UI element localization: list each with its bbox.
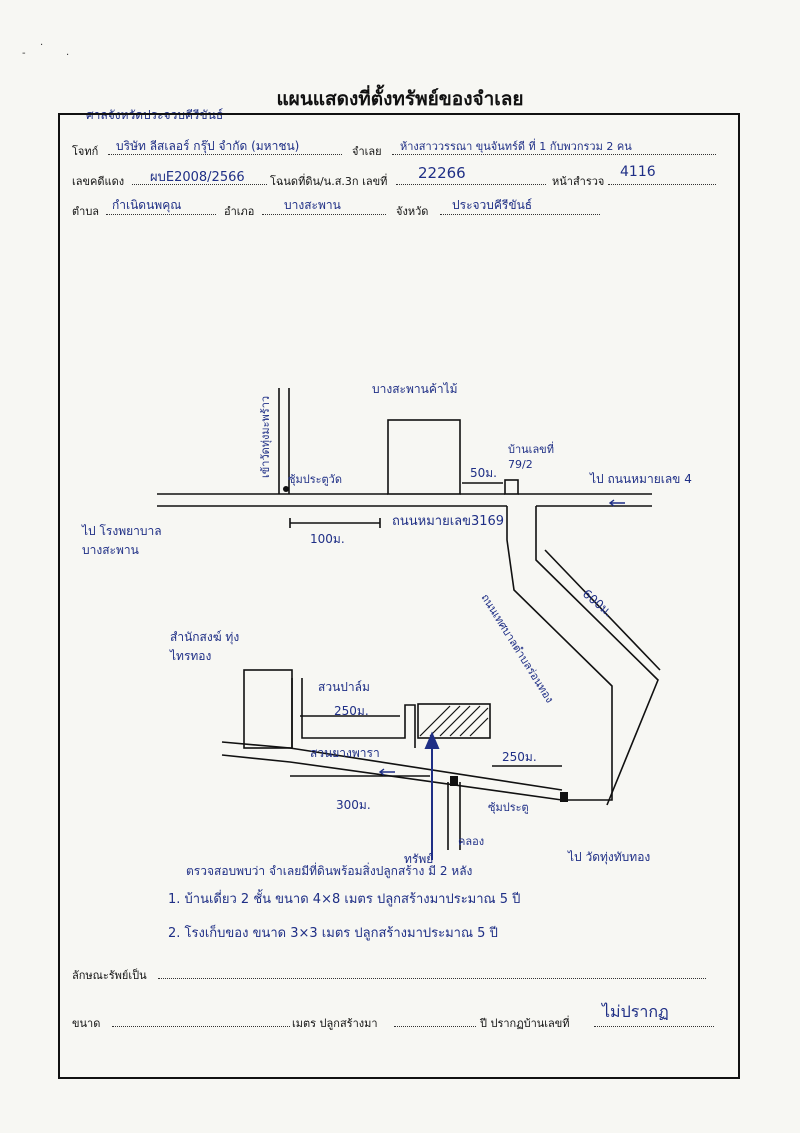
note-line-3: 2. โรงเก็บของ ขนาด 3×3 เมตร ปลูกสร้างมาป…: [168, 926, 498, 941]
distance-50-label: 50ม.: [470, 466, 497, 480]
distance-300-label: 300ม.: [336, 798, 371, 812]
marker-100: [289, 518, 381, 528]
distance-250a-label: 250ม.: [334, 704, 369, 718]
case-value: ผบE2008/2566: [150, 170, 245, 185]
size-label: ขนาด: [72, 1017, 101, 1030]
house-number-value: ไม่ปรากฏ: [602, 1002, 669, 1021]
temple-road: [278, 388, 290, 494]
palm-lane: [291, 678, 416, 748]
house-79-2: [504, 479, 519, 495]
to-temple-label: ไป วัดทุ่งทับทอง: [568, 850, 651, 864]
note-line-2: 1. บ้านเดี่ยว 2 ชั้น ขนาด 4×8 เมตร ปลูกส…: [168, 892, 521, 907]
year-label: ปี ปรากฏบ้านเลขที่: [480, 1017, 570, 1030]
highway4-label: ไป ถนนหมายเลข 4: [590, 472, 692, 486]
road-3169-label: ถนนหมายเลข3169: [392, 514, 505, 529]
deed-line: [396, 184, 546, 185]
property-hatch: [419, 705, 489, 737]
property-arrowhead: [424, 731, 440, 749]
district-line: [262, 214, 386, 215]
meters-line: [394, 1026, 476, 1027]
side-road-east: [535, 506, 659, 806]
temple-gate-marker: [283, 486, 289, 492]
subdistrict-line: [106, 214, 216, 215]
district-label: อำเภอ: [224, 205, 255, 218]
gate-marker: [560, 792, 568, 802]
size-line: [112, 1026, 290, 1027]
province-value: ประจวบคีรีขันธ์: [452, 198, 533, 212]
marker-600: [544, 549, 661, 671]
survey-label: หน้าสำรวจ: [552, 175, 605, 188]
rubber-garden-label: สวนยางพารา: [310, 746, 380, 760]
house-number-line: [594, 1026, 714, 1027]
note-line-1: ตรวจสอบพบว่า จำเลยมีที่ดินพร้อมสิ่งปลูกส…: [186, 864, 473, 878]
deed-value: 22266: [418, 164, 466, 182]
gate-label: ซุ้มประตู: [488, 801, 529, 814]
defendant-label: จำเลย: [352, 145, 382, 158]
plaintiff-value: บริษัท ลีสเลอร์ กรุ๊ป จำกัด (มหาชน): [116, 139, 300, 153]
plaintiff-label: โจทก์: [72, 145, 99, 158]
market-label: บางสะพานค้าไม้: [372, 382, 458, 396]
monk-office-label: สำนักสงฆ์ ทุ่งไทรทอง: [170, 630, 240, 663]
hospital-label: ไป โรงพยาบาล บางสะพาน: [82, 524, 162, 557]
monk-office-building: [243, 669, 293, 749]
distance-250b-label: 250ม.: [502, 750, 537, 764]
market-building: [387, 419, 461, 495]
case-line: [132, 184, 267, 185]
property-type-line: [158, 978, 706, 979]
province-label: จังหวัด: [396, 205, 429, 218]
subdistrict-label: ตำบล: [72, 205, 100, 218]
temple-road-label: เข้าวัดทุ่งมะพร้าว: [259, 395, 272, 478]
house-no-label: บ้านเลขที่ 79/2: [508, 443, 554, 471]
property-label: ทรัพย์: [404, 852, 434, 866]
survey-value: 4116: [620, 164, 656, 180]
district-value: บางสะพาน: [284, 198, 341, 212]
distance-100-label: 100ม.: [310, 532, 345, 546]
defendant-line: [392, 154, 716, 155]
page-title: แผนแสดงที่ตั้งทรัพย์ของจำเลย: [276, 88, 524, 110]
canal-label: คลอง: [458, 835, 485, 848]
meters-label: เมตร ปลูกสร้างมา: [292, 1017, 378, 1030]
side-road-west: [506, 506, 613, 801]
canal: [447, 782, 461, 850]
temple-gate-label: ซุ้มประตูวัด: [288, 473, 342, 486]
canal-marker: [450, 776, 458, 786]
scan-mark: ·: [66, 50, 70, 61]
province-line: [440, 214, 600, 215]
survey-line: [608, 184, 716, 185]
case-label: เลขคดีแดง: [72, 175, 125, 188]
defendant-value: ห้างสาววรรณา ขุนจันทร์ดี ที่ 1 กับพวกรวม…: [400, 140, 632, 153]
scan-mark: ·: [40, 40, 44, 51]
plaintiff-line: [108, 154, 342, 155]
deed-label: โฉนดที่ดิน/น.ส.3ก เลขที่: [270, 175, 388, 188]
road-arrow: [378, 768, 395, 776]
court-name: ศาลจังหวัดประจวบคีรีขันธ์: [86, 108, 224, 122]
scan-mark: -: [22, 48, 26, 59]
property-type-label: ลักษณะรัพย์เป็น: [72, 969, 147, 982]
palm-garden-label: สวนปาล์ม: [318, 680, 370, 694]
property-block: [417, 703, 491, 739]
subdistrict-value: กำเนิดนพคุณ: [112, 198, 182, 212]
road-arrow: [608, 499, 625, 507]
document-frame: [58, 113, 740, 1079]
